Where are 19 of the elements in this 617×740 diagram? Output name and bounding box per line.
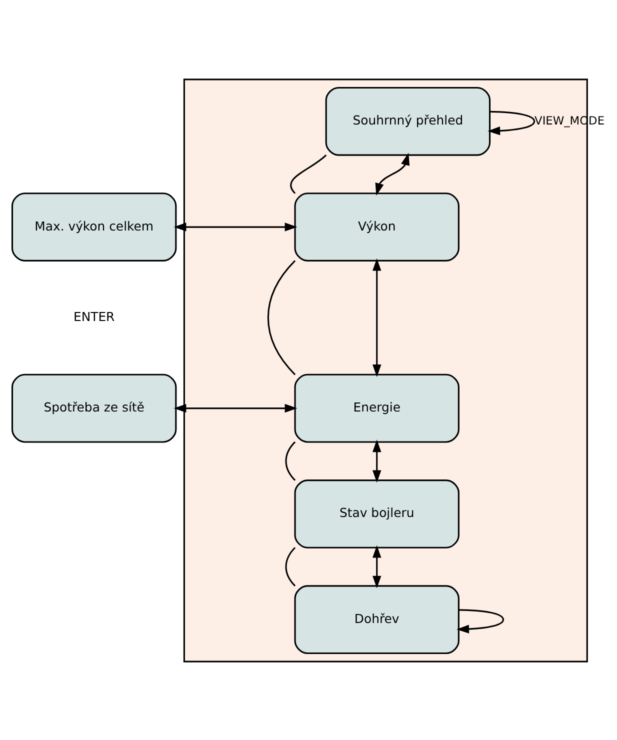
arrow xyxy=(488,110,536,135)
connector xyxy=(285,546,296,586)
arrow xyxy=(372,544,382,588)
connector xyxy=(285,440,296,480)
node-box: Souhrnný přehled xyxy=(325,86,491,156)
arrow xyxy=(372,439,382,482)
arrow xyxy=(372,258,382,376)
connector xyxy=(267,260,296,375)
label: ENTER xyxy=(73,308,115,324)
node-box: Výkon xyxy=(294,192,460,261)
arrow xyxy=(174,403,298,412)
arrow xyxy=(174,222,298,231)
node-box: Energie xyxy=(294,373,460,442)
node-box: Spotřeba ze sítě xyxy=(11,373,177,442)
node-box: Dohřev xyxy=(294,584,460,654)
arrow xyxy=(456,608,504,633)
arrow xyxy=(375,152,410,196)
node-box: Stav bojleru xyxy=(294,479,460,548)
node-box: Max. výkon celkem xyxy=(11,192,177,261)
